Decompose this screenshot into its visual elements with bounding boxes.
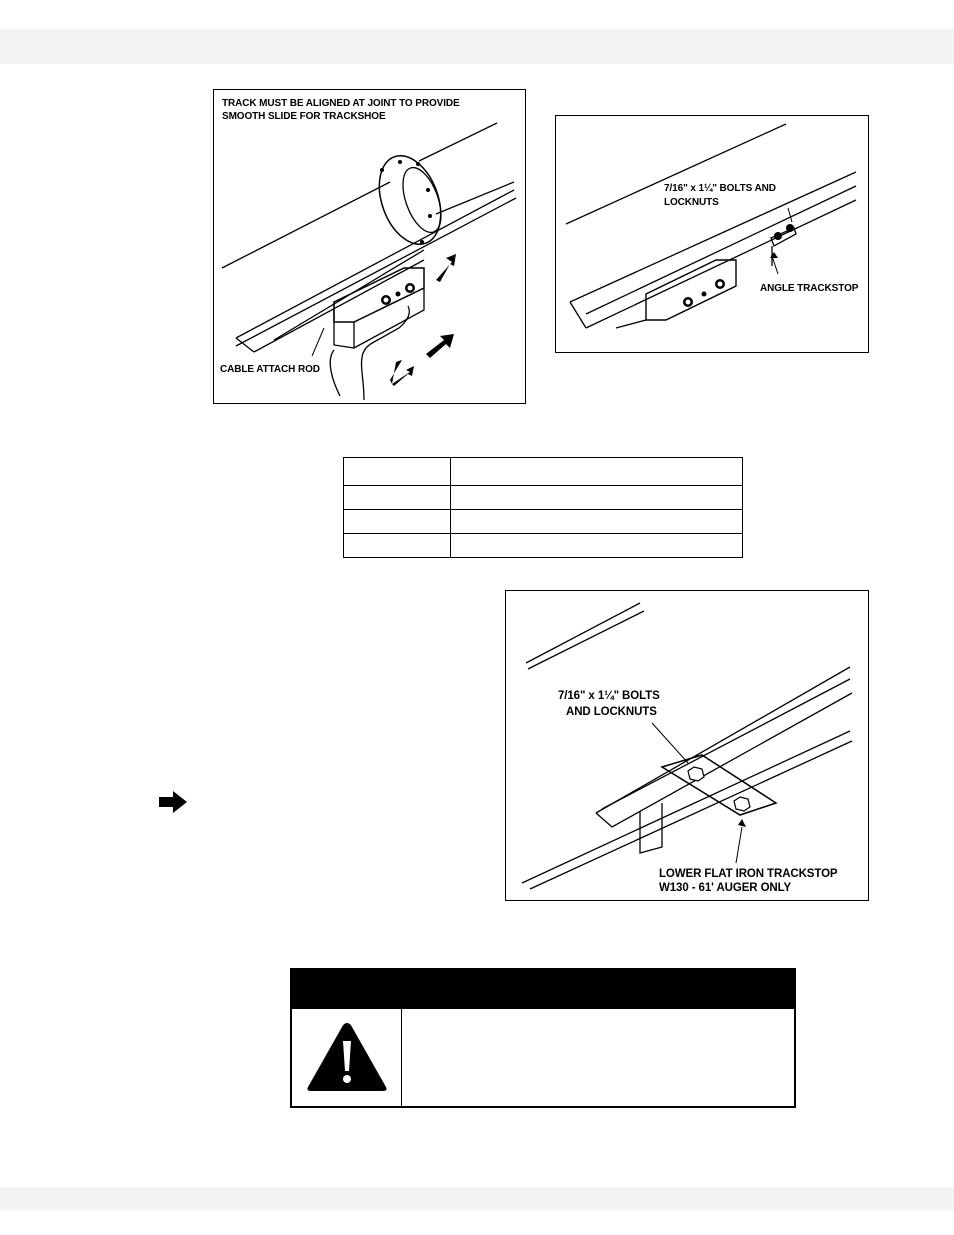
warning-box — [290, 968, 796, 1108]
warning-text-cell — [403, 1009, 794, 1106]
table-cell — [343, 509, 451, 534]
table-cell — [450, 509, 743, 534]
caption-line-1: TRACK MUST BE ALIGNED AT JOINT TO PROVID… — [222, 98, 460, 109]
warning-triangle-icon — [307, 1023, 387, 1091]
table-cell — [450, 533, 743, 558]
spec-table — [343, 457, 743, 558]
warning-icon-cell — [292, 1009, 402, 1106]
track-alignment-drawing — [221, 122, 517, 401]
cable-attach-rod-label: CABLE ATTACH ROD — [220, 364, 320, 375]
bolt-label-line-1: 7/16" x 1¼" BOLTS AND — [664, 183, 776, 194]
flat-iron-trackstop-drawing — [521, 602, 853, 890]
bolt-label-line-1: 7/16" x 1¼" BOLTS — [558, 690, 660, 702]
angle-trackstop-drawing — [565, 123, 857, 329]
angle-trackstop-figure: 7/16" x 1¼" BOLTS AND LOCKNUTS ANGLE TRA… — [555, 115, 869, 353]
table-row — [343, 533, 743, 558]
table-cell — [343, 485, 451, 510]
track-alignment-figure: TRACK MUST BE ALIGNED AT JOINT TO PROVID… — [213, 89, 526, 404]
table-cell — [343, 533, 451, 558]
page-footer-band — [0, 1187, 954, 1210]
right-arrow-icon — [159, 791, 187, 813]
bolt-label-line-2: AND LOCKNUTS — [566, 706, 657, 718]
table-row — [343, 457, 743, 486]
table-cell — [343, 457, 451, 486]
table-row — [343, 485, 743, 510]
caption-line-2: SMOOTH SLIDE FOR TRACKSHOE — [222, 111, 386, 122]
table-cell — [450, 457, 743, 486]
table-row — [343, 509, 743, 534]
flat-iron-trackstop-label-line-1: LOWER FLAT IRON TRACKSTOP — [659, 868, 838, 880]
page-header-band — [0, 29, 954, 64]
angle-trackstop-label: ANGLE TRACKSTOP — [760, 283, 859, 294]
warning-header — [292, 970, 794, 1009]
flat-iron-trackstop-figure: 7/16" x 1¼" BOLTS AND LOCKNUTS LOWER FLA… — [505, 590, 869, 901]
table-cell — [450, 485, 743, 510]
flat-iron-trackstop-label-line-2: W130 - 61' AUGER ONLY — [659, 882, 792, 894]
bolt-label-line-2: LOCKNUTS — [664, 197, 719, 208]
